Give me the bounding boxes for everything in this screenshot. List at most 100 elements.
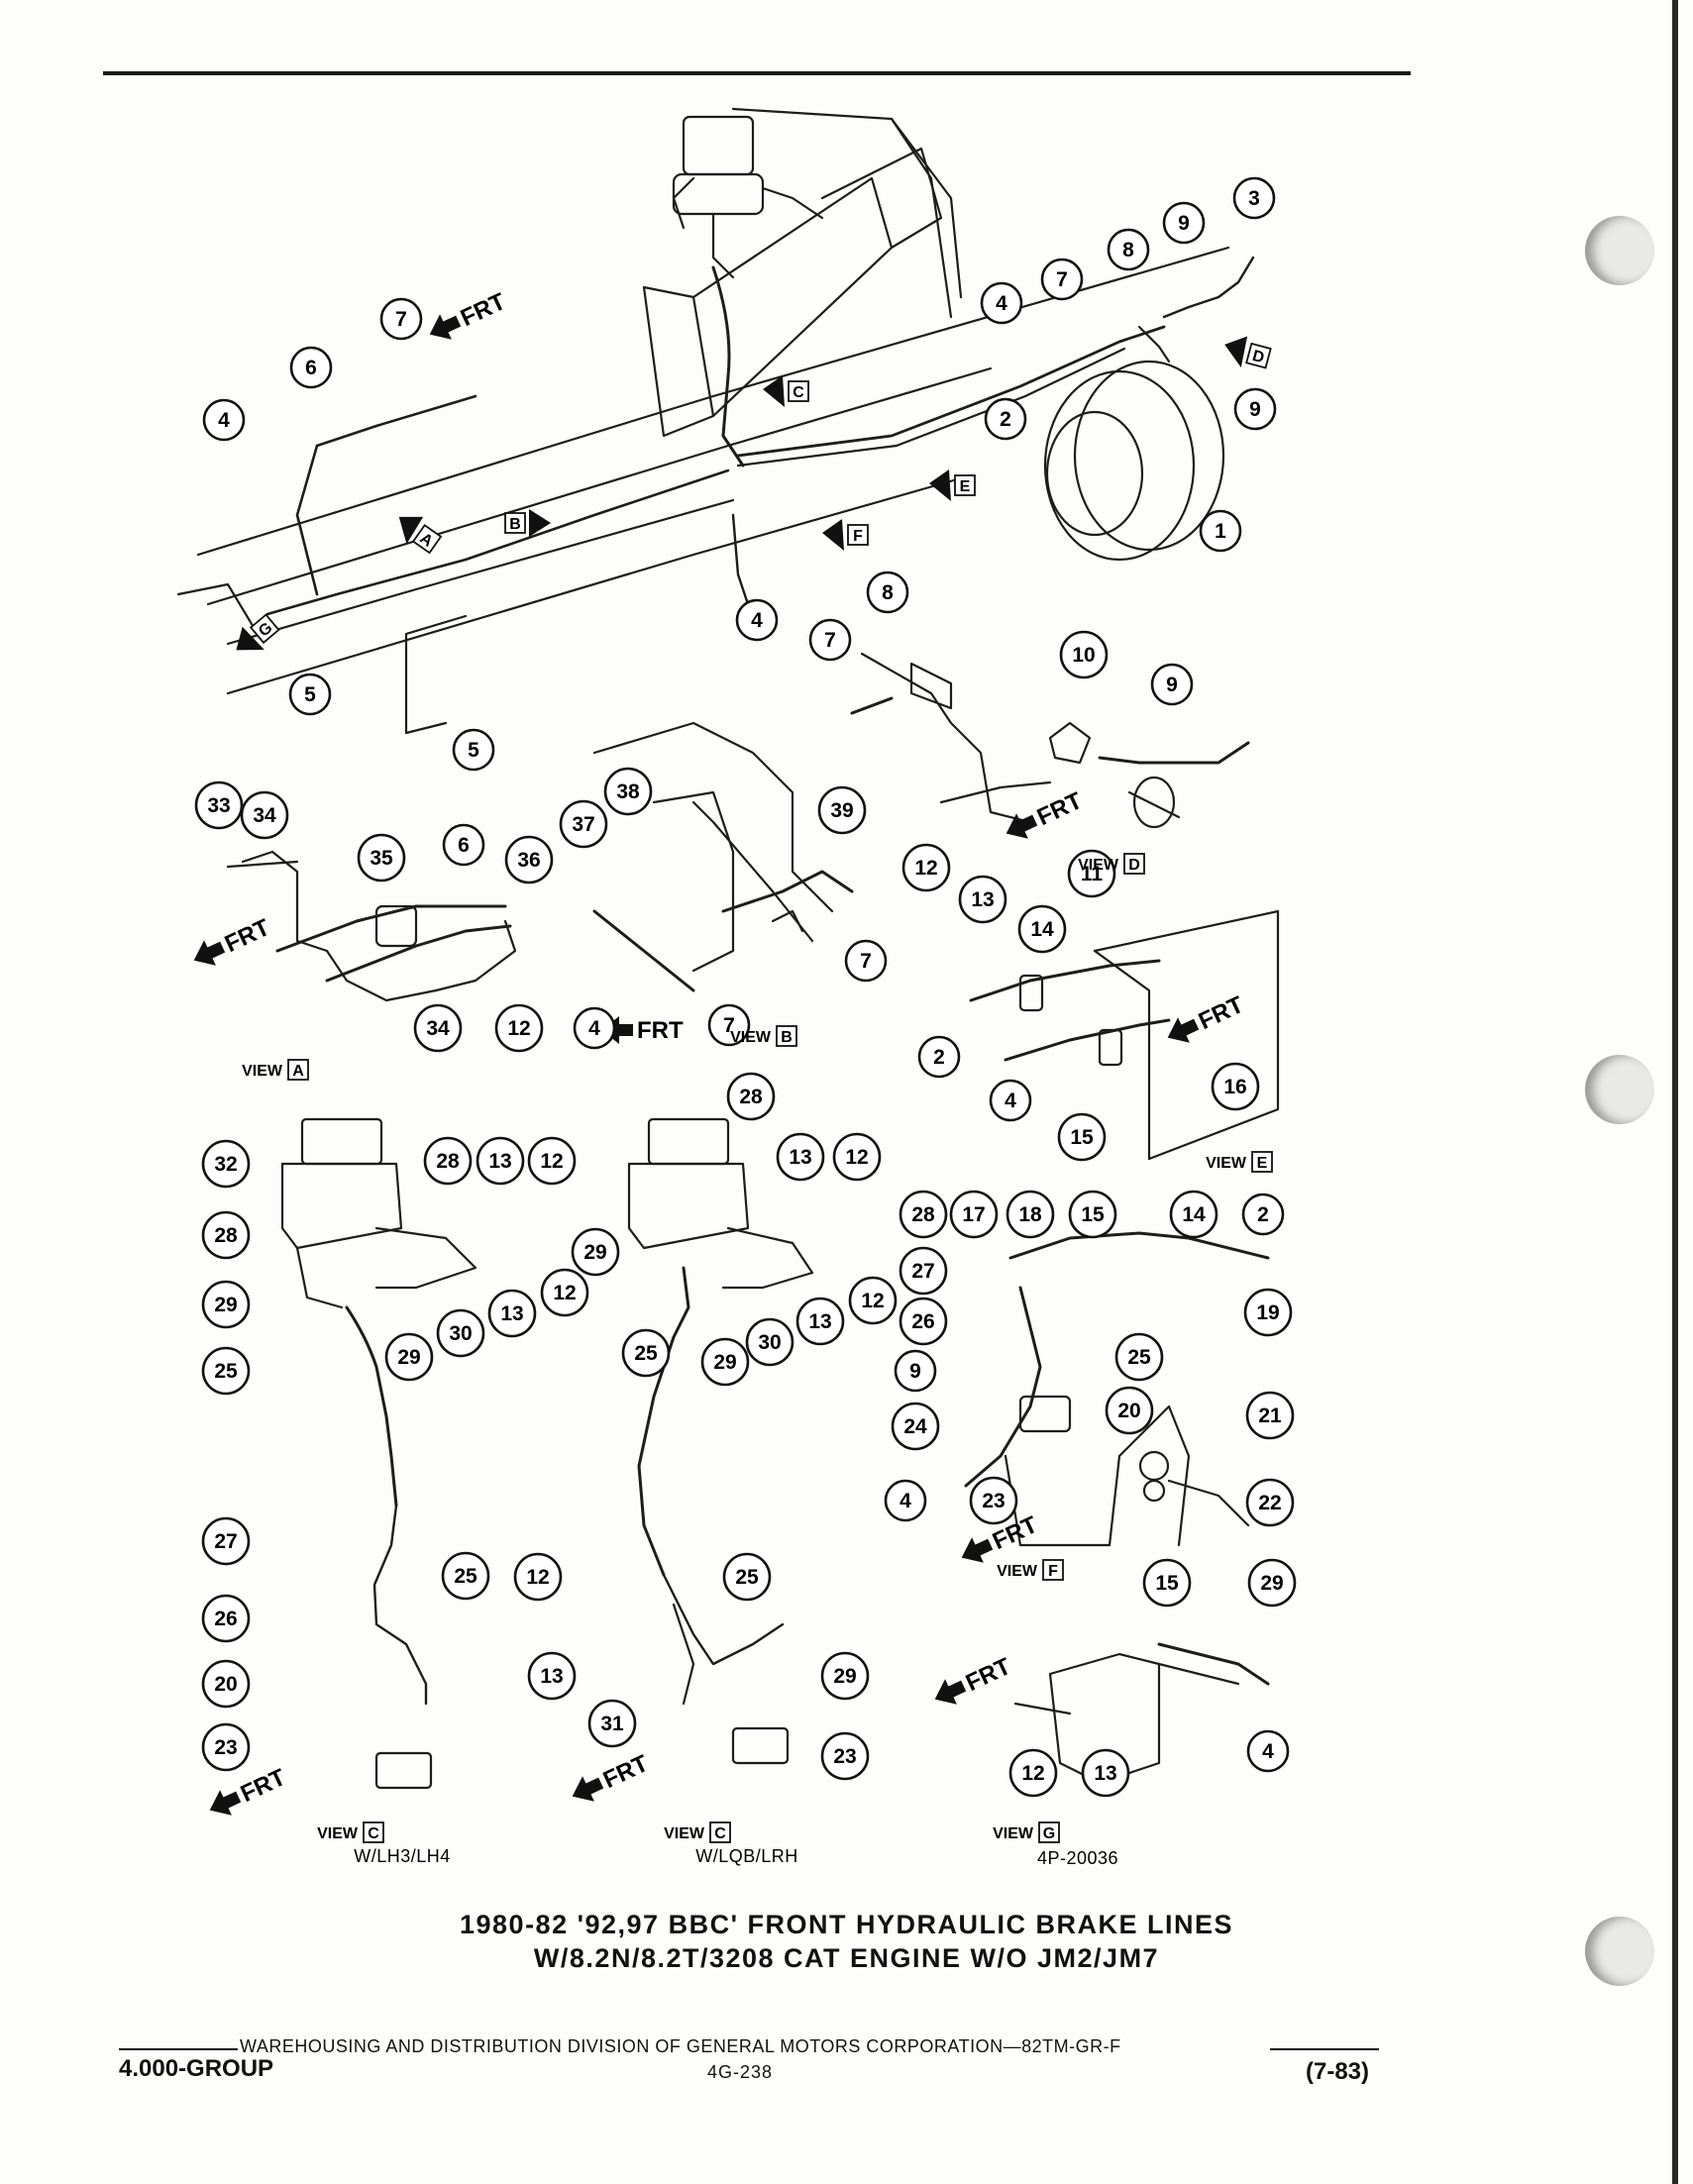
callout-number: 25 xyxy=(735,1566,759,1589)
callout-number: 14 xyxy=(1182,1203,1206,1226)
view-arrow-b: B xyxy=(504,509,551,537)
callout-9: 9 xyxy=(1162,201,1206,245)
view-letter: F xyxy=(853,528,863,545)
master-cylinder xyxy=(682,115,755,176)
view-word: VIEW xyxy=(242,1063,283,1080)
callout-number: 31 xyxy=(600,1713,624,1735)
callout-12: 12 xyxy=(494,1003,544,1053)
callout-22: 22 xyxy=(1245,1478,1295,1527)
arrow-icon xyxy=(1167,1017,1200,1043)
callout-number: 12 xyxy=(507,1017,530,1040)
view-letter: D xyxy=(1128,857,1140,874)
line-art xyxy=(176,107,1280,1790)
callout-9: 9 xyxy=(1233,387,1277,431)
frt-arrow: FRT xyxy=(1167,991,1248,1043)
callout-13: 13 xyxy=(958,875,1007,924)
frt-label: FRT xyxy=(221,914,274,958)
callout-number: 29 xyxy=(214,1294,237,1316)
view-box xyxy=(1123,853,1145,875)
callout-number: 12 xyxy=(540,1150,563,1173)
callout-28: 28 xyxy=(201,1210,251,1260)
callout-13: 13 xyxy=(476,1136,525,1186)
callout-15: 15 xyxy=(1142,1558,1192,1608)
footer-org-line: WAREHOUSING AND DISTRIBUTION DIVISION OF… xyxy=(240,2036,1121,2056)
callout-12: 12 xyxy=(901,843,951,892)
callout-13: 13 xyxy=(1081,1748,1130,1798)
callout-number: 30 xyxy=(758,1331,781,1354)
callout-number: 26 xyxy=(911,1310,934,1333)
frt-arrow: FRT xyxy=(429,288,510,340)
brake-drum xyxy=(1043,369,1196,562)
callout-37: 37 xyxy=(559,799,608,849)
view-box xyxy=(709,1821,731,1843)
callout-number: 39 xyxy=(830,799,853,822)
view-box xyxy=(776,1025,797,1047)
callout-number: 7 xyxy=(860,950,872,973)
callout-number: 37 xyxy=(572,813,594,836)
callout-5: 5 xyxy=(452,728,495,772)
callout-21: 21 xyxy=(1245,1391,1295,1440)
callout-36: 36 xyxy=(504,835,554,884)
callout-number: 34 xyxy=(253,804,276,827)
callout-number: 7 xyxy=(723,1014,735,1037)
callout-number: 29 xyxy=(1260,1572,1283,1595)
callout-24: 24 xyxy=(891,1402,940,1451)
arrow-icon xyxy=(398,516,424,545)
callout-23: 23 xyxy=(969,1476,1018,1525)
callout-1: 1 xyxy=(1199,509,1242,553)
callout-12: 12 xyxy=(848,1276,898,1325)
callout-number: 4 xyxy=(751,609,763,632)
callout-number: 4 xyxy=(996,292,1007,315)
callout-number: 32 xyxy=(214,1153,237,1176)
callout-4: 4 xyxy=(202,398,246,442)
callout-12: 12 xyxy=(1008,1748,1058,1798)
view-word: VIEW xyxy=(317,1825,359,1842)
view-word: VIEW xyxy=(997,1563,1038,1580)
view-word: VIEW xyxy=(993,1825,1034,1842)
callout-7: 7 xyxy=(379,297,423,341)
callout-7: 7 xyxy=(1040,258,1084,301)
callout-number: 20 xyxy=(1117,1400,1140,1422)
callout-19: 19 xyxy=(1243,1288,1293,1337)
view-arrow-d: D xyxy=(1224,336,1272,369)
callout-4: 4 xyxy=(980,281,1023,325)
callout-number: 9 xyxy=(1249,398,1261,421)
frt-label: FRT xyxy=(1195,991,1248,1035)
footer-page-number: 4G-238 xyxy=(707,2062,774,2082)
view-word: VIEW xyxy=(664,1825,705,1842)
callout-34: 34 xyxy=(413,1003,463,1053)
arrow-icon xyxy=(763,375,785,407)
callout-7: 7 xyxy=(707,1003,751,1047)
callout-number: 25 xyxy=(454,1565,477,1588)
callout-number: 35 xyxy=(370,847,393,870)
callout-number: 12 xyxy=(914,857,937,880)
callout-number: 15 xyxy=(1070,1126,1094,1149)
view-box xyxy=(1245,342,1272,369)
frt-label: FRT xyxy=(637,1017,684,1044)
arrow-icon xyxy=(822,519,844,551)
view-letter: E xyxy=(1257,1155,1268,1172)
callout-13: 13 xyxy=(527,1651,577,1701)
callout-number: 28 xyxy=(214,1224,238,1247)
callout-9: 9 xyxy=(1150,663,1194,706)
callout-7: 7 xyxy=(844,939,888,983)
callout-2: 2 xyxy=(984,397,1027,441)
callout-number: 7 xyxy=(395,308,407,331)
callout-9: 9 xyxy=(894,1349,937,1393)
callout-number: 29 xyxy=(833,1665,856,1688)
footer-group: 4.000-GROUP xyxy=(119,2055,274,2082)
arrow-icon xyxy=(929,469,951,501)
view-box xyxy=(249,613,280,645)
callout-29: 29 xyxy=(700,1337,750,1387)
callout-18: 18 xyxy=(1005,1190,1055,1239)
callout-number: 33 xyxy=(207,794,230,817)
callout-number: 21 xyxy=(1258,1404,1282,1427)
callout-number: 29 xyxy=(583,1241,606,1264)
callout-number: 23 xyxy=(833,1745,856,1768)
callout-number: 25 xyxy=(634,1342,658,1365)
callout-12: 12 xyxy=(527,1136,577,1186)
callout-39: 39 xyxy=(817,785,867,835)
